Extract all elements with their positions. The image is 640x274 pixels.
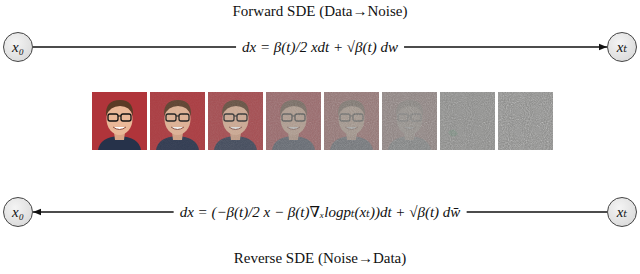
state-circle: x₀ [3,197,33,227]
noise-texture [498,92,553,150]
noise-overlay [324,92,379,150]
face-photo [382,92,437,150]
state-circle: x₀ [3,32,33,62]
face-photo [324,92,379,150]
frame [208,92,263,150]
face-photo [92,92,147,150]
noise-texture [324,92,379,150]
state-label: xₜ [617,40,627,55]
state-label: x₀ [12,205,24,220]
state-label: x₀ [12,40,24,55]
frame [382,92,437,150]
frame [440,92,495,150]
face-photo [266,92,321,150]
noise-overlay [382,92,437,150]
noise-overlay [208,92,263,150]
noise-texture [208,92,263,150]
frame [498,92,553,150]
sde-equation: dx = β(t)/2 xdt + √β(t) dw [236,38,404,57]
frame [92,92,147,150]
diagram-caption: Reverse SDE (Noise→Data) [234,250,406,267]
noise-overlay [266,92,321,150]
face-photo [208,92,263,150]
noise-texture [150,92,205,150]
noise-overlay [498,92,553,150]
diagram-title: Forward SDE (Data→Noise) [233,3,408,20]
noise-overlay [150,92,205,150]
noise-overlay [440,92,495,150]
frame [266,92,321,150]
diffusion-frames [92,92,553,150]
noise-texture [382,92,437,150]
noise-texture [266,92,321,150]
frame [150,92,205,150]
face-photo [150,92,205,150]
state-circle: xₜ [607,197,637,227]
state-label: xₜ [617,205,627,220]
noise-texture [440,92,495,150]
state-circle: xₜ [607,32,637,62]
frame [324,92,379,150]
sde-equation: dx = (−β(t)/2 x − β(t)∇ₓlogpₜ(xₜ))dt + √… [174,203,467,222]
